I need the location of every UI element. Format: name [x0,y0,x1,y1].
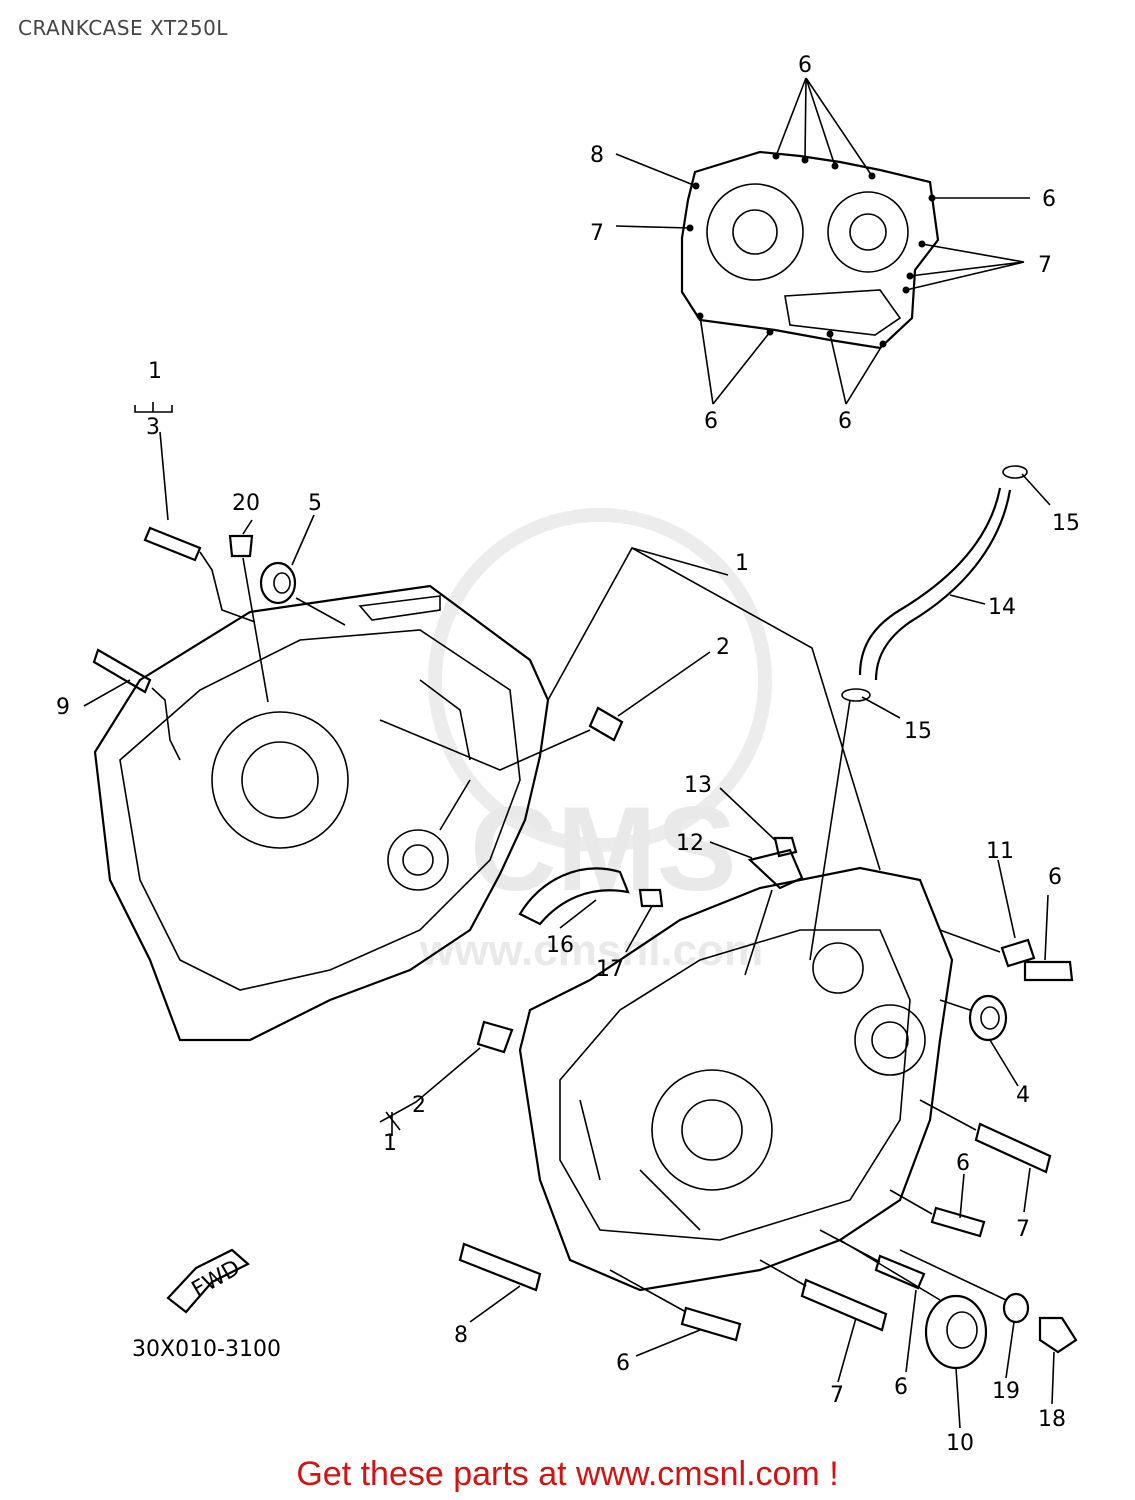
callout-screw-13: 13 [684,773,712,798]
callout-seal-10: 10 [946,1431,974,1456]
left-crankcase [93,584,550,1042]
callout-hose-14: 14 [988,595,1016,620]
callout-clamp-11: 11 [986,839,1014,864]
callout-dowel-2-bottom: 2 [412,1093,426,1118]
crankcase-1-leader [547,546,881,871]
cta-link[interactable]: Get these parts at www.cmsnl.com ! [296,1455,839,1493]
bolt-6-bottom [609,1269,742,1357]
watermark-text: CMS [470,782,737,916]
dowel-2-top [379,651,711,771]
callout-bolt-6-bottom: 6 [616,1351,630,1376]
hose-clip-15-bottom [809,688,901,961]
part-number-code: 30X010-3100 [132,1337,281,1362]
fwd-arrow-icon: FWD [166,1248,250,1314]
callout-labels: 6 8 6 7 7 6 6 1 3 20 5 9 1 2 14 15 15 13… [56,53,1080,1456]
oil-seal-5 [259,514,346,626]
callout-seal-5: 5 [308,491,322,516]
callout-bolt-3: 3 [146,415,160,440]
callout-gasket-right-6: 6 [1042,187,1056,212]
callout-bolt-8-bottom: 8 [454,1323,468,1348]
callout-group-1-top: 1 [148,359,162,384]
callout-plate-16: 16 [546,933,574,958]
screw-17 [625,888,664,953]
callout-bolt-6-lower: 6 [894,1375,908,1400]
callout-clip-15-bottom: 15 [904,719,932,744]
oil-seal-4 [939,994,1019,1087]
crankcase-gasket [615,77,1030,405]
callout-gasket-top-6: 6 [798,53,812,78]
plate-16 [518,867,630,929]
callout-gasket-right-7: 7 [1038,253,1052,278]
dowel-pin-9 [83,648,181,761]
callout-dowel-2-top: 2 [716,635,730,660]
callout-bolt-6-right: 6 [1048,865,1062,890]
bolt-8-bottom [458,1242,542,1323]
plug-18 [1038,1316,1078,1405]
right-crankcase [518,866,954,1292]
watermark-url: www.cmsnl.com [419,926,763,975]
callout-screw-17: 17 [596,957,624,982]
fwd-label: FWD [188,1255,245,1302]
callout-bolt-6-mid: 6 [956,1151,970,1176]
callout-seal-4: 4 [1016,1083,1030,1108]
callout-plug-18: 18 [1038,1407,1066,1432]
callout-crankcase-1: 1 [735,551,749,576]
callout-elbow-12: 12 [676,831,704,856]
callout-clip-15-top: 15 [1052,511,1080,536]
callout-washer-19: 19 [992,1379,1020,1404]
bolt-7-right [919,1099,1052,1213]
callout-gasket-bottom-right-6: 6 [838,409,852,434]
callout-bolt-7-bottom: 7 [830,1383,844,1408]
stud-bolt-3 [134,402,256,623]
callout-plug-20: 20 [232,491,260,516]
callout-group-1-bottom: 1 [383,1131,397,1156]
callout-gasket-bottom-left-6: 6 [704,409,718,434]
callout-bolt-7-right: 7 [1016,1217,1030,1242]
clamp-11 [939,859,1036,968]
bolt-6-lower [819,1229,926,1373]
page-title: CRANKCASE XT250L [18,16,228,40]
elbow-12 [709,841,804,976]
callout-gasket-top-8: 8 [590,143,604,168]
dowel-2-bottom [379,1020,514,1136]
breather-hose-14 [858,487,1012,681]
oil-seal-10 [839,1239,988,1429]
washer-19 [899,1249,1030,1379]
bolt-6-right [1023,894,1074,982]
screw-13 [719,787,798,858]
bolt-7-bottom [759,1259,888,1383]
hose-clip-15-top [1002,465,1051,506]
watermark-logo: CMS www.cmsnl.com [419,508,772,975]
callout-pin-9: 9 [56,695,70,720]
callout-gasket-left-7: 7 [590,221,604,246]
bolt-6-mid [889,1173,986,1238]
drain-plug-20 [228,519,269,703]
